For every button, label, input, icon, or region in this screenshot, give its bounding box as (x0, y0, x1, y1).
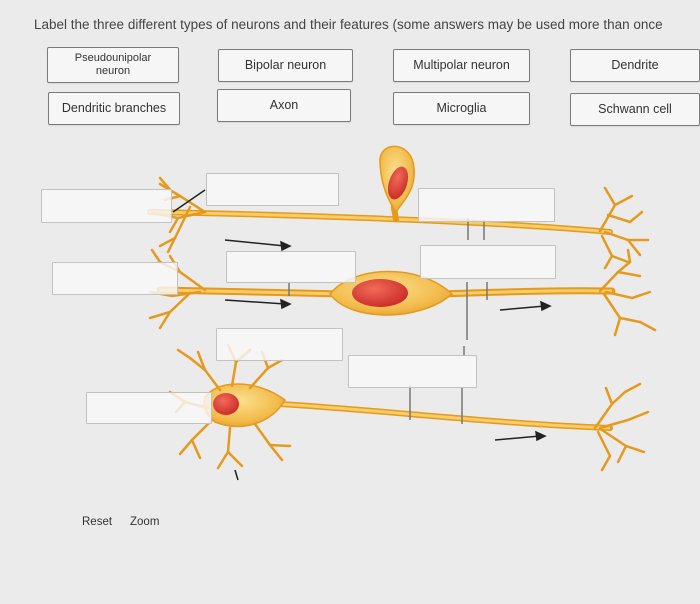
label-tile-pseudounipolar-neuron[interactable]: Pseudounipolar neuron (47, 47, 179, 83)
label-tile-dendritic-branches[interactable]: Dendritic branches (48, 92, 180, 125)
label-tile-bipolar-neuron[interactable]: Bipolar neuron (218, 49, 353, 82)
drop-zone-3[interactable] (418, 188, 555, 222)
drop-zone-1[interactable] (41, 189, 172, 223)
drop-zone-4[interactable] (52, 262, 178, 295)
drop-zone-5[interactable] (226, 251, 356, 283)
label-tile-axon[interactable]: Axon (217, 89, 351, 122)
zoom-button[interactable]: Zoom (130, 516, 160, 528)
drop-zone-6[interactable] (420, 245, 556, 279)
bipolar-neuron-drawing (148, 248, 657, 340)
pseudounipolar-neuron-drawing (147, 145, 650, 270)
label-tile-dendrite[interactable]: Dendrite (570, 49, 700, 82)
drop-zone-7[interactable] (216, 328, 343, 361)
drop-zone-9[interactable] (86, 392, 212, 424)
drop-zone-8[interactable] (348, 355, 477, 388)
multipolar-neuron-drawing (168, 343, 650, 481)
label-tile-multipolar-neuron[interactable]: Multipolar neuron (393, 49, 530, 82)
reset-button[interactable]: Reset (82, 516, 113, 528)
drop-zone-2[interactable] (206, 173, 339, 206)
label-tile-microglia[interactable]: Microglia (393, 92, 530, 125)
instruction-text: Label the three different types of neuro… (34, 17, 663, 32)
label-tile-schwann-cell[interactable]: Schwann cell (570, 93, 700, 126)
